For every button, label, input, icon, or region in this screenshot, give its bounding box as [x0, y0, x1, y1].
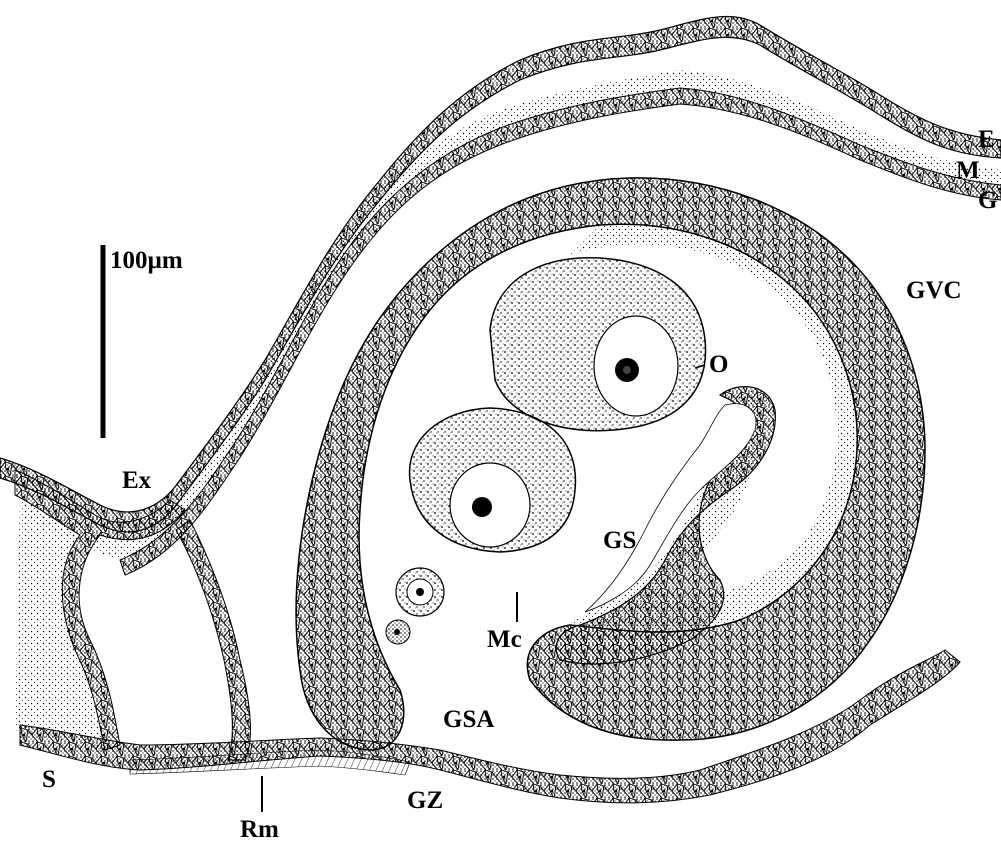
scale-bar-label: 100µm [110, 247, 183, 274]
label-gz: GZ [407, 787, 443, 814]
label-rm: Rm [240, 816, 279, 843]
oocyte-medium [410, 408, 576, 552]
label-s: S [42, 766, 56, 793]
label-gs: GS [603, 527, 636, 554]
label-e: E [978, 126, 995, 153]
label-ex: Ex [122, 467, 152, 494]
oocyte-tiny [386, 620, 410, 644]
ex-right-wall [176, 520, 250, 760]
label-g: G [978, 187, 997, 214]
label-o: O [709, 351, 728, 378]
oocyte-small [396, 568, 444, 616]
label-mc: Mc [487, 626, 522, 653]
label-gsa: GSA [443, 706, 494, 733]
oocyte-large [490, 258, 706, 431]
label-m: M [956, 157, 980, 184]
label-gvc: GVC [906, 277, 962, 304]
